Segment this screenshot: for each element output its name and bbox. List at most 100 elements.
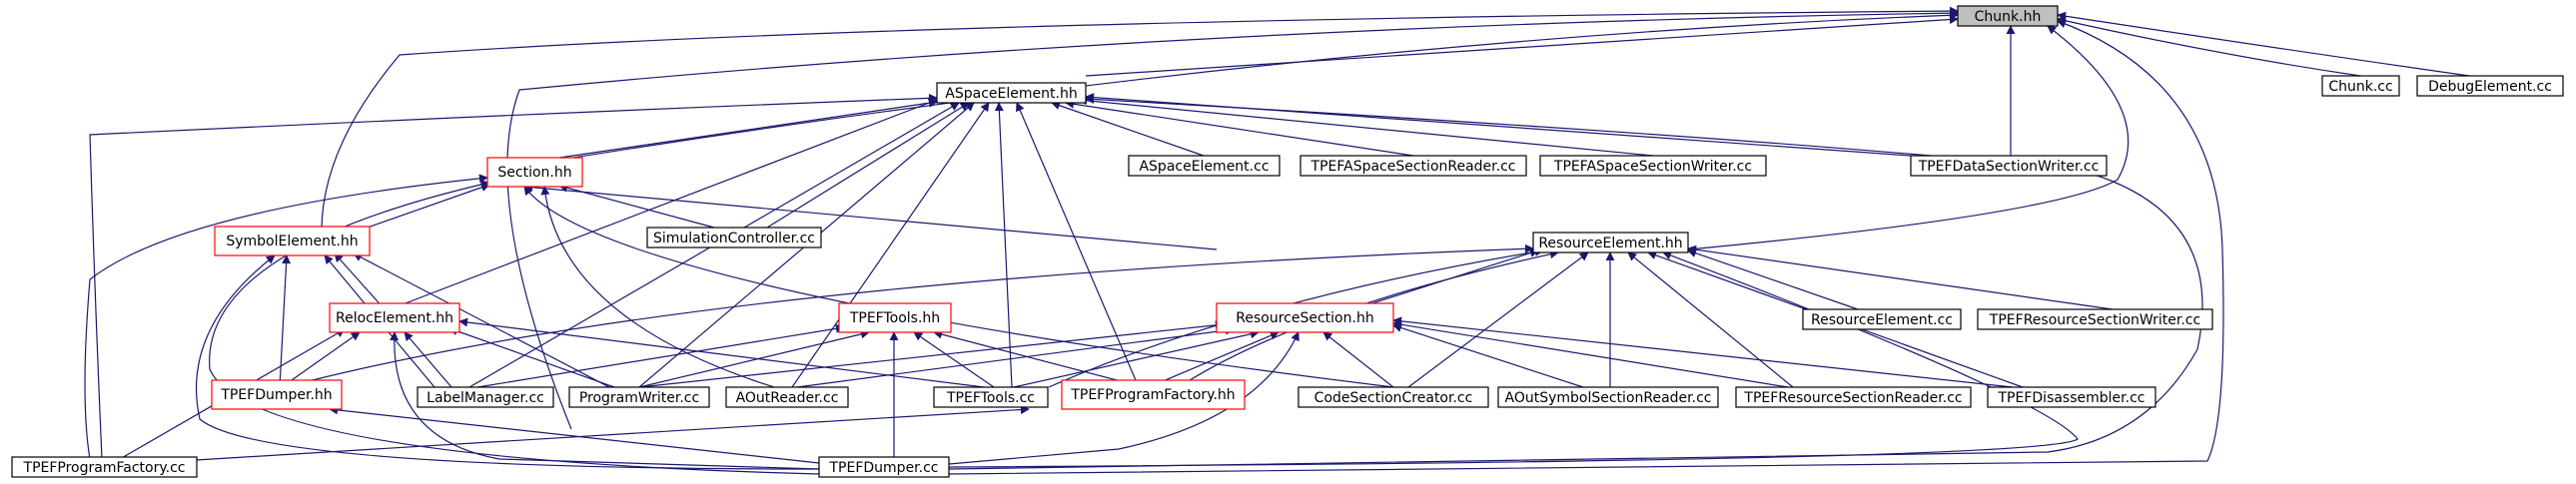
node-tpefdumper-cc[interactable]: TPEFDumper.cc (818, 456, 950, 478)
edge-codesectioncreator-cc-to-resourcesection-hh (1322, 331, 1394, 388)
node-label: TPEFTools.cc (946, 390, 1035, 406)
edge-programwriter-cc-to-symbolelement-hh (353, 252, 610, 388)
edge-tpefdumper-cc-to-resourceelement-hh (948, 250, 2079, 468)
edge-tpefprogramfactory-hh-to-resourcesection-hh (1148, 331, 1280, 388)
node-tpefprogramfactory-cc[interactable]: TPEFProgramFactory.cc (11, 456, 198, 478)
edge-labelmanager-cc-to-tpeftools-hh (476, 323, 845, 388)
node-tpeftools-cc[interactable]: TPEFTools.cc (933, 386, 1049, 408)
node-relocelement-hh[interactable]: RelocElement.hh (329, 302, 460, 333)
edge-tpefdumper-hh-to-resourceelement-hh (284, 243, 1534, 388)
node-aspaceelement-cc[interactable]: ASpaceElement.cc (1128, 155, 1281, 177)
node-tpefdatasectionwriter-cc[interactable]: TPEFDataSectionWriter.cc (1910, 155, 2108, 177)
edge-tpeftools-cc-to-tpeftools-hh (913, 331, 995, 388)
node-symbolelement-hh[interactable]: SymbolElement.hh (214, 226, 371, 256)
node-tpefresourcesectionreader-cc[interactable]: TPEFResourceSectionReader.cc (1735, 386, 1972, 408)
edge-relocelement-hh-to-aspaceelement-hh (389, 98, 938, 310)
node-tpefdisassembler-cc[interactable]: TPEFDisassembler.cc (1987, 386, 2156, 408)
edge-programwriter-cc-to-chunk-hh (506, 8, 1959, 430)
edge-tpefdumper-hh-to-symbolelement-hh (279, 254, 292, 388)
edge-section-hh-to-aspaceelement-hh (558, 98, 938, 159)
node-label: ResourceSection.hh (1236, 310, 1373, 326)
node-simulationcontroller-cc[interactable]: SimulationController.cc (646, 227, 822, 248)
edge-tpefdumper-cc-to-tpefdumper-hh (329, 405, 820, 464)
edge-relocelement-hh-to-symbolelement-hh (334, 252, 386, 310)
node-label: DebugElement.cc (2428, 79, 2552, 95)
node-tpefaspacesectionreader-cc[interactable]: TPEFASpaceSectionReader.cc (1299, 155, 1527, 177)
edge-tpefdisassembler-cc-to-resourcesection-hh (1392, 316, 2014, 388)
node-label: TPEFResourceSectionReader.cc (1743, 390, 1962, 406)
node-tpefaspacesectionwriter-cc[interactable]: TPEFASpaceSectionWriter.cc (1539, 155, 1767, 177)
node-label: ResourceElement.cc (1811, 312, 1953, 328)
node-debugelement-cc[interactable]: DebugElement.cc (2416, 75, 2564, 97)
node-label: Chunk.hh (1975, 9, 2042, 25)
edge-simulationcontroller-cc-to-aspaceelement-hh (766, 102, 970, 229)
node-label: CodeSectionCreator.cc (1314, 390, 1473, 406)
edge-section-hh-to-chunk-hh (528, 10, 1959, 166)
edge-tpefprogramfactory-hh-to-aspaceelement-hh (1016, 102, 1140, 388)
node-label: RelocElement.hh (336, 310, 453, 326)
edge-aspaceelement-cc-to-aspaceelement-hh (1051, 101, 1205, 157)
node-resourceelement-cc[interactable]: ResourceElement.cc (1802, 308, 1962, 330)
edge-programwriter-cc-to-tpeftools-hh (638, 329, 870, 388)
edge-tpefprogramfactory-cc-to-aspaceelement-hh (89, 93, 938, 460)
node-tpeftools-hh[interactable]: TPEFTools.hh (838, 302, 952, 333)
node-aoutsymbolsectionreader-cc[interactable]: AOutSymbolSectionReader.cc (1497, 386, 1719, 408)
node-labelmanager-cc[interactable]: LabelManager.cc (417, 386, 554, 408)
node-programwriter-cc[interactable]: ProgramWriter.cc (568, 386, 710, 408)
node-label: TPEFDisassembler.cc (1998, 390, 2146, 406)
edge-tpefdumper-cc-to-aspaceelement-hh (948, 94, 2203, 470)
edge-tpeftools-cc-to-relocelement-hh (458, 317, 985, 388)
edge-relocelement-hh-to-section-hh (523, 183, 1218, 250)
edge-aoutreader-cc-to-aspaceelement-hh (791, 102, 990, 388)
node-tpefdumper-hh[interactable]: TPEFDumper.hh (211, 379, 343, 410)
node-label: SymbolElement.hh (226, 234, 358, 249)
node-label: ASpaceElement.hh (945, 86, 1077, 102)
node-label: TPEFTools.hh (849, 310, 940, 326)
edge-codesectioncreator-cc-to-resourceelement-hh (1407, 251, 1589, 388)
node-label: ResourceElement.hh (1538, 236, 1682, 251)
edge-tpefprogramfactory-cc-to-tpefprogramfactory-hh (179, 405, 1030, 462)
node-chunk-cc[interactable]: Chunk.cc (2321, 75, 2400, 97)
node-label: TPEFResourceSectionWriter.cc (1989, 312, 2200, 328)
node-label: ProgramWriter.cc (579, 390, 699, 406)
node-label: TPEFDataSectionWriter.cc (1918, 159, 2100, 175)
node-label: ASpaceElement.cc (1139, 159, 1269, 175)
node-label: AOutSymbolSectionReader.cc (1505, 390, 1712, 406)
node-resourceelement-hh[interactable]: ResourceElement.hh (1532, 232, 1689, 253)
edge-aoutsymbolsectionreader-cc-to-resourcesection-hh (1392, 323, 1584, 388)
edge-tpefaspacesectionwriter-cc-to-aspaceelement-hh (1078, 96, 1654, 157)
edge-programwriter-cc-to-resourcesection-hh (638, 320, 1225, 388)
edge-tpefdumper-cc-to-symbolelement-hh (196, 254, 820, 470)
dependency-edges (84, 6, 2470, 475)
edge-programwriter-cc-to-relocelement-hh (448, 326, 615, 388)
node-label: TPEFProgramFactory.cc (23, 460, 186, 476)
edge-tpefprogramfactory-cc-to-section-hh (84, 174, 488, 460)
node-label: TPEFDumper.cc (829, 460, 939, 476)
node-resourcesection-hh[interactable]: ResourceSection.hh (1216, 302, 1394, 333)
node-label: TPEFProgramFactory.hh (1070, 387, 1235, 403)
edge-codesectioncreator-cc-to-section-hh (523, 186, 1394, 388)
node-tpefresourcesectionwriter-cc[interactable]: TPEFResourceSectionWriter.cc (1977, 308, 2213, 330)
node-aspaceelement-hh[interactable]: ASpaceElement.hh (936, 82, 1087, 104)
edge-symbolelement-hh-to-chunk-hh (321, 6, 1959, 237)
edge-tpefprogramfactory-hh-to-tpeftools-hh (933, 329, 1145, 388)
node-label: Chunk.cc (2328, 79, 2392, 95)
edge-tpefdumper-hh-to-relocelement-hh (281, 331, 361, 388)
edge-tpefresourcesectionreader-cc-to-resourceelement-hh (1627, 251, 1794, 388)
edge-resourceelement-hh-to-chunk-hh (1687, 25, 2130, 250)
node-codesectioncreator-cc[interactable]: CodeSectionCreator.cc (1297, 386, 1489, 408)
node-tpefprogramfactory-hh[interactable]: TPEFProgramFactory.hh (1061, 379, 1246, 410)
node-chunk-hh[interactable]: Chunk.hh (1957, 5, 2059, 27)
node-label: LabelManager.cc (427, 390, 544, 406)
edge-resourceelement-cc-to-resourceelement-hh (1687, 248, 1859, 310)
node-label: Section.hh (497, 165, 571, 181)
node-label: TPEFASpaceSectionWriter.cc (1553, 159, 1752, 175)
edge-tpefdumper-cc-to-chunk-hh (948, 19, 2224, 475)
edge-debugelement-cc-to-chunk-hh (2057, 11, 2470, 77)
node-section-hh[interactable]: Section.hh (486, 157, 583, 188)
node-label: TPEFASpaceSectionReader.cc (1310, 159, 1516, 175)
node-aoutreader-cc[interactable]: AOutReader.cc (725, 386, 849, 408)
edge-tpeftools-cc-to-resourcesection-hh (1013, 329, 1260, 388)
edge-aspaceelement-hh-to-chunk-hh (1085, 15, 1959, 77)
